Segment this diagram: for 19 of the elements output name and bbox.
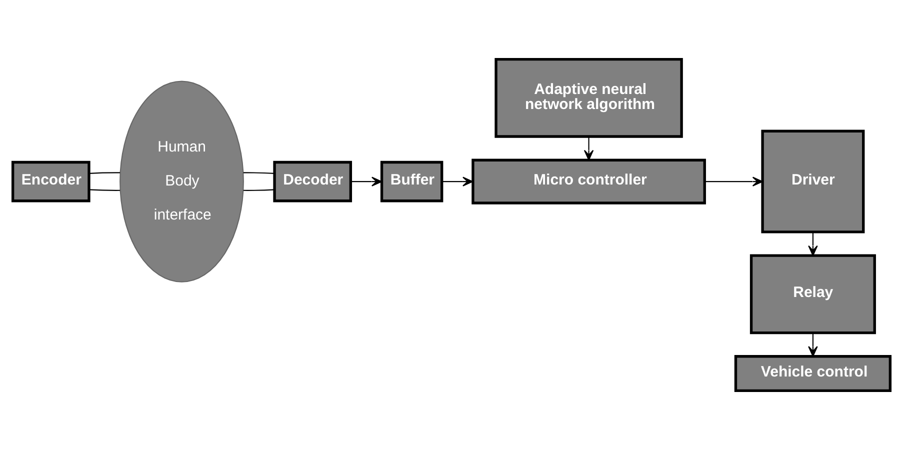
connector xyxy=(243,172,274,174)
arrow xyxy=(584,136,594,161)
arrow xyxy=(442,176,474,186)
arrow xyxy=(808,332,818,357)
node-box: Decoder xyxy=(273,160,352,202)
node-box: Driver xyxy=(761,130,865,234)
arrow xyxy=(808,232,818,256)
arrow xyxy=(704,176,763,186)
node-box: Encoder xyxy=(11,160,90,202)
node-box: Vehicle control xyxy=(734,355,892,392)
node-ellipse: Human Body interface xyxy=(120,80,244,282)
node-box: Adaptive neural network algorithm xyxy=(494,58,683,138)
connector xyxy=(89,172,120,174)
node-box: Micro controller xyxy=(472,158,706,204)
node-box: Buffer xyxy=(380,160,444,202)
connector xyxy=(243,189,274,191)
arrow xyxy=(350,176,382,186)
connector xyxy=(89,189,120,191)
node-box: Relay xyxy=(750,254,876,334)
